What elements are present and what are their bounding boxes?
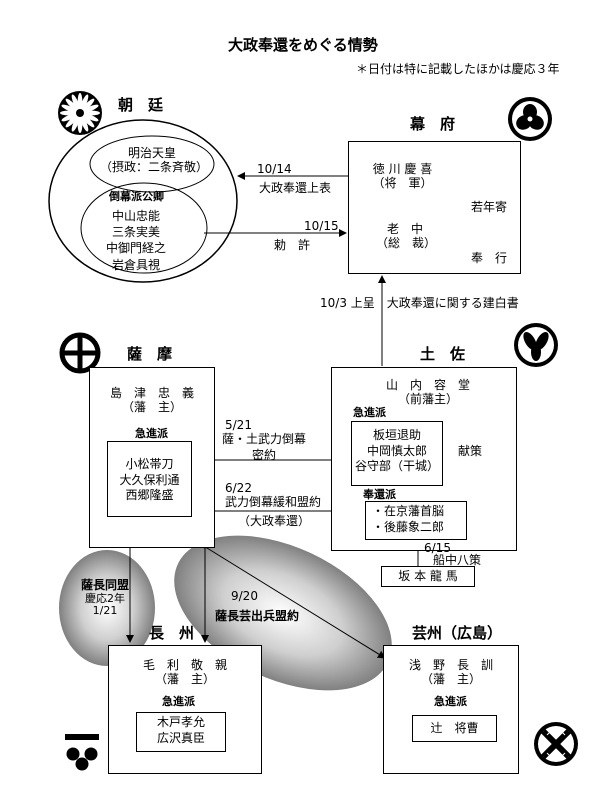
tosa-members2: ・在京藩首脳 ・後藤象二郎 <box>372 503 444 535</box>
hiroshima-hawk-feather-crest <box>534 722 578 766</box>
court-label: 朝 廷 <box>118 96 164 114</box>
court-member: 中山忠能 <box>111 209 160 223</box>
satsuma-member: 大久保利通 <box>119 472 180 487</box>
choshu-label: 長 州 <box>149 624 195 642</box>
court-outer-ellipse <box>48 119 238 283</box>
bakufu-branch: 奉 行 <box>471 251 508 265</box>
satcho-alliance-text: 薩長同盟 慶応2年 1/21 <box>72 578 138 618</box>
tosa-member: 谷守部（干城） <box>354 459 439 474</box>
roju-info: 老 中 （総 裁） <box>376 222 437 251</box>
court-faction-ellipse <box>80 182 208 274</box>
bakufu-box <box>348 141 521 274</box>
arrow-521-line: 薩・土武力倒幕 <box>222 432 307 446</box>
arrow-920-label: 薩長芸出兵盟約 <box>215 609 300 623</box>
satcho-alliance-date: 1/21 <box>92 604 118 618</box>
satsuma-label: 薩 摩 <box>127 345 173 363</box>
tosa-faction-box <box>351 421 443 486</box>
court-member: 三条実美 <box>111 225 160 240</box>
tosa-member: 中岡慎太郎 <box>366 443 427 458</box>
court-emperor-ellipse <box>89 135 215 193</box>
ryoma-box <box>381 566 475 587</box>
satsuma-cross-crest <box>59 332 101 374</box>
date-note: ＊日付は特に記載したほかは慶応３年 <box>356 62 560 76</box>
arrow-521-date: 5/21 <box>225 418 252 432</box>
choshu-member: 広沢真臣 <box>156 730 205 745</box>
tosa-faction2-box <box>365 501 467 540</box>
arrow-521-line: 密約 <box>252 447 277 462</box>
choshu-box <box>108 645 262 774</box>
tosa-members: 板垣退助 中岡慎太郎 谷守部（干城） <box>351 428 443 475</box>
arrow-103-label: 10/3 上呈 大政奉還に関する建白書 <box>320 296 519 310</box>
tosa-lord-name: 山 内 容 堂 <box>385 378 470 392</box>
chrysanthemum-crest <box>58 91 102 135</box>
kenpaku-label: 献策 <box>458 444 483 458</box>
tosa-faction-label: 急進派 <box>353 406 386 419</box>
satcho-alliance-title: 薩長同盟 <box>80 578 129 592</box>
tosa-label: 土 佐 <box>420 345 466 363</box>
choshu-lord-title: （藩 主） <box>154 672 215 687</box>
arrow-1014-date: 10/14 <box>257 162 292 176</box>
bakufu-branch: 若年寄 <box>471 200 508 214</box>
bakufu-label: 幕 府 <box>410 115 456 133</box>
geishu-lord-name: 浅 野 長 訓 <box>408 658 493 672</box>
page-title: 大政奉還をめぐる情勢 <box>228 36 378 54</box>
arrow-622-sub: （大政奉還） <box>238 514 311 528</box>
shogun-title: （将 軍） <box>372 176 433 191</box>
geishu-member: 辻 将曹 <box>430 721 479 735</box>
arrow-622-date: 6/22 <box>225 481 252 495</box>
geishu-faction-box <box>412 715 497 742</box>
emperor-name: 明治天皇 <box>127 146 176 160</box>
satsuma-lord-title: （藩 主） <box>121 400 182 415</box>
tosa-oak-crest <box>514 323 558 367</box>
arrow-920-date: 9/20 <box>231 589 258 603</box>
court-member: 岩倉具視 <box>111 257 160 272</box>
tosa-member: 板垣退助 <box>372 428 421 442</box>
satcho-alliance-year: 慶応2年 <box>85 591 125 605</box>
arrow-615-date: 6/15 <box>424 541 451 555</box>
geishu-lord: 浅 野 長 訓 （藩 主） <box>385 658 517 687</box>
ryoma-name: 坂 本 龍 馬 <box>398 569 458 583</box>
arrow-1015-label: 勅 許 <box>274 238 311 252</box>
tosa-member2: ・在京藩首脳 <box>372 504 445 518</box>
geishu-box <box>383 645 519 774</box>
arrow-1014-label: 大政奉還上表 <box>259 181 332 195</box>
court-faction-label: 倒幕派公卿 <box>109 190 164 203</box>
satsuma-member: 小松帯刀 <box>125 457 174 471</box>
satsuma-member: 西郷隆盛 <box>125 488 174 503</box>
roju-name: 老 中 <box>386 222 423 236</box>
arrow-1015-date: 10/15 <box>304 219 339 233</box>
court-member: 中御門経之 <box>105 241 166 256</box>
choshu-member: 木戸孝允 <box>156 715 205 729</box>
tosa-lord: 山 内 容 堂 （前藩主） <box>372 378 484 407</box>
shogun-name: 徳 川 慶 喜 <box>372 162 433 176</box>
regent-name: （摂政：二条斉敬） <box>100 160 209 175</box>
geishu-lord-title: （藩 主） <box>420 672 481 687</box>
satsuma-lord-name: 島 津 忠 義 <box>109 386 194 400</box>
satsuma-faction-label: 急進派 <box>135 427 168 440</box>
choshu-ichimonji-crest <box>65 734 99 771</box>
choshu-members: 木戸孝允 広沢真臣 <box>136 715 226 746</box>
choshu-faction-label: 急進派 <box>162 695 195 708</box>
emperor-info: 明治天皇 （摂政：二条斉敬） <box>100 146 209 175</box>
tosa-member2: ・後藤象二郎 <box>372 520 445 535</box>
hollyhock-crest <box>508 97 552 141</box>
roju-title: （総 裁） <box>376 236 437 251</box>
satsuma-members: 小松帯刀 大久保利通 西郷隆盛 <box>107 457 192 504</box>
shogun-info: 徳 川 慶 喜 （将 軍） <box>350 162 455 191</box>
choshu-lord: 毛 利 敬 親 （藩 主） <box>110 658 260 687</box>
satsuma-lord: 島 津 忠 義 （藩 主） <box>91 386 213 415</box>
satsuma-faction-box <box>107 441 192 517</box>
geishu-label: 芸州（広島） <box>412 624 503 642</box>
choshu-faction-box <box>136 712 226 752</box>
arrow-622-label: 武力倒幕緩和盟約 <box>225 495 322 509</box>
arrow-615-label: 船中八策 <box>433 553 482 567</box>
court-faction-members: 中山忠能 三条実美 中御門経之 岩倉具視 <box>94 208 178 273</box>
geishu-faction-label: 急進派 <box>434 695 467 708</box>
tosa-lord-title: （前藩主） <box>397 392 458 407</box>
choshu-lord-name: 毛 利 敬 親 <box>142 658 227 672</box>
arrow-521-label: 薩・土武力倒幕 密約 <box>222 432 306 463</box>
tosa-faction2-label: 奉還派 <box>363 488 396 501</box>
